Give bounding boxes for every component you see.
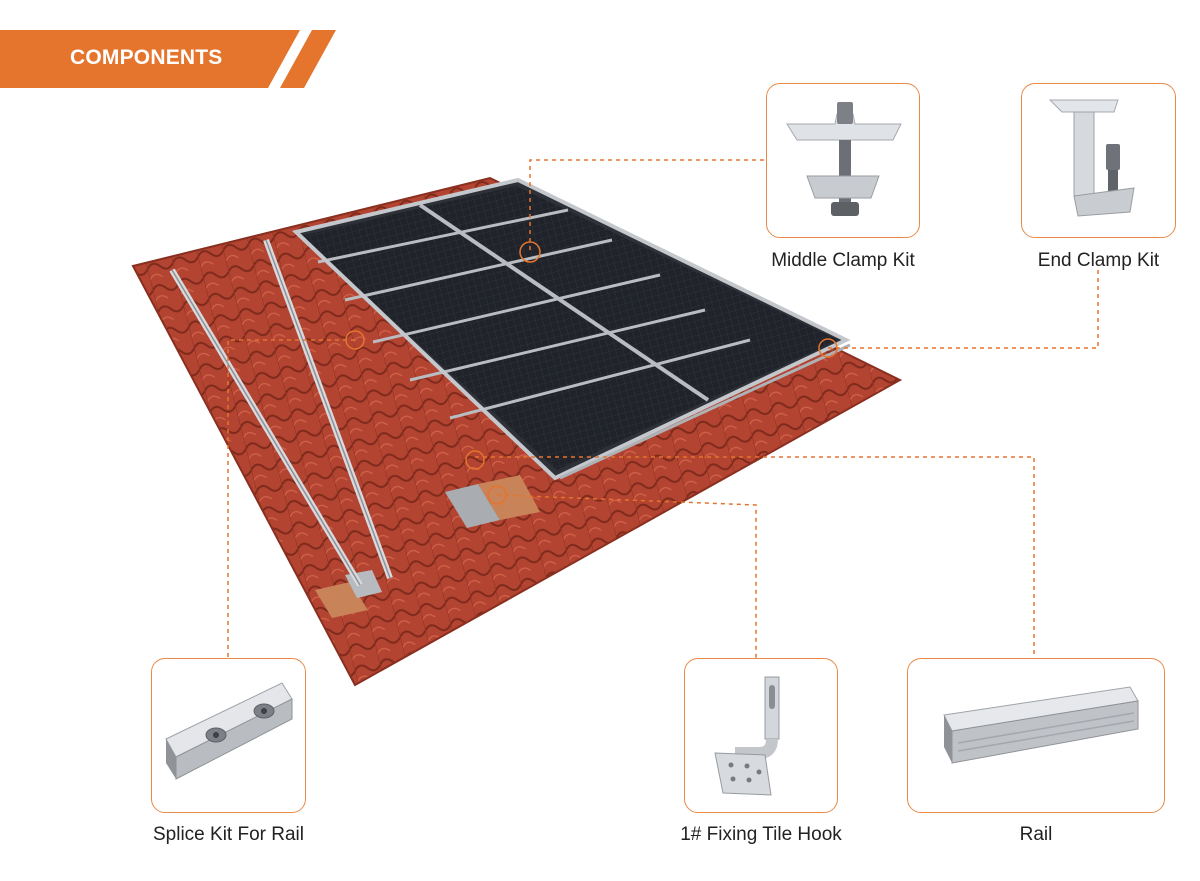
tile-hook-label: 1# Fixing Tile Hook — [680, 824, 842, 845]
callout-lines — [227, 159, 1099, 658]
middle-clamp-icon — [786, 102, 902, 216]
exposed-rails — [169, 238, 393, 587]
solar-panel-array — [291, 177, 851, 481]
end-clamp-icon — [1048, 99, 1135, 217]
splice-kit-card — [151, 658, 306, 813]
end-clamp-label: End Clamp Kit — [1037, 250, 1160, 271]
rail-card — [907, 658, 1165, 813]
rail-label: Rail — [1019, 824, 1053, 845]
middle-clamp-label: Middle Clamp Kit — [771, 250, 915, 271]
splice-kit-icon — [165, 682, 293, 780]
end-clamp-card — [1021, 83, 1176, 238]
page-title: COMPONENTS — [70, 46, 223, 69]
header-banner — [0, 30, 336, 88]
tile-hook-icon — [714, 676, 780, 796]
callout-markers — [345, 241, 838, 505]
tile-hook-card — [684, 658, 838, 813]
splice-kit-label: Splice Kit For Rail — [153, 824, 304, 845]
rail-icon — [943, 686, 1139, 764]
middle-clamp-card — [766, 83, 920, 238]
